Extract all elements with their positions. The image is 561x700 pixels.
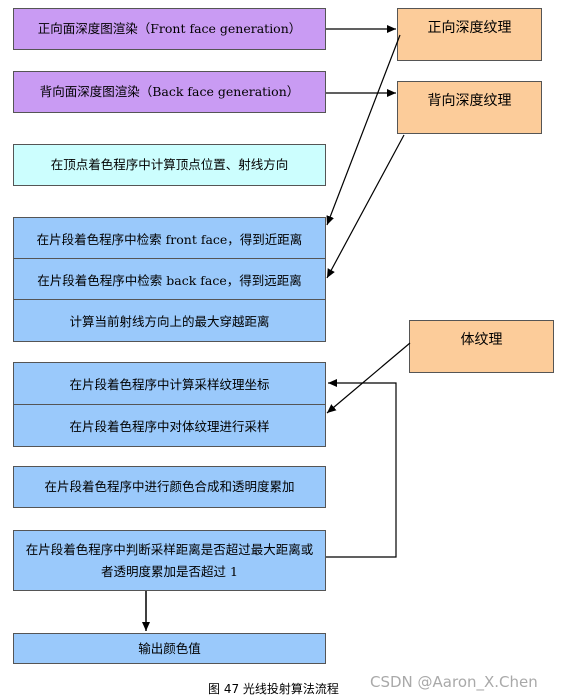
search-back-face-cell: 在片段着色程序中检索 back face，得到远距离 <box>14 259 325 300</box>
search-front-face-cell: 在片段着色程序中检索 front face，得到近距离 <box>14 218 325 259</box>
search-back-face-label: 在片段着色程序中检索 back face，得到远距离 <box>37 272 302 288</box>
distance-stack: 在片段着色程序中检索 front face，得到近距离 在片段着色程序中检索 b… <box>13 217 326 342</box>
watermark: CSDN @Aaron_X.Chen <box>370 673 538 691</box>
compose-box: 在片段着色程序中进行颜色合成和透明度累加 <box>13 466 326 508</box>
compose-label: 在片段着色程序中进行颜色合成和透明度累加 <box>44 479 295 494</box>
output-box: 输出颜色值 <box>13 633 326 664</box>
arrow-loop-back <box>326 379 397 558</box>
arrow-volume-texture-to-sample <box>326 342 411 414</box>
back-depth-texture-label: 背向深度纹理 <box>427 93 512 109</box>
output-label: 输出颜色值 <box>138 640 201 656</box>
tex-coords-label: 在片段着色程序中计算采样纹理坐标 <box>69 377 270 392</box>
front-face-render-box: 正向面深度图渲染（Front face generation） <box>13 8 326 50</box>
judge-box: 在片段着色程序中判断采样距离是否超过最大距离或者透明度累加是否超过 1 <box>13 530 326 591</box>
front-face-render-label: 正向面深度图渲染（Front face generation） <box>37 21 302 36</box>
volume-texture-box: 体纹理 <box>409 320 554 373</box>
back-depth-texture-box: 背向深度纹理 <box>397 81 542 134</box>
sampling-stack: 在片段着色程序中计算采样纹理坐标 在片段着色程序中对体纹理进行采样 <box>13 362 326 447</box>
volume-texture-label: 体纹理 <box>460 332 503 348</box>
back-face-render-box: 背向面深度图渲染（Back face generation） <box>13 71 326 113</box>
front-depth-texture-box: 正向深度纹理 <box>397 8 542 61</box>
vertex-shader-label: 在顶点着色程序中计算顶点位置、射线方向 <box>50 157 289 172</box>
judge-label: 在片段着色程序中判断采样距离是否超过最大距离或者透明度累加是否超过 1 <box>25 542 314 579</box>
arrow-front-texture-to-search <box>326 34 401 226</box>
max-distance-cell: 计算当前射线方向上的最大穿越距离 <box>14 300 325 341</box>
figure-caption: 图 47 光线投射算法流程 <box>208 682 339 696</box>
sample-volume-cell: 在片段着色程序中对体纹理进行采样 <box>14 405 325 446</box>
arrow-back-texture-to-search <box>326 134 405 279</box>
front-depth-texture-label: 正向深度纹理 <box>427 20 512 36</box>
sample-volume-label: 在片段着色程序中对体纹理进行采样 <box>69 419 270 434</box>
max-distance-label: 计算当前射线方向上的最大穿越距离 <box>69 314 270 329</box>
tex-coords-cell: 在片段着色程序中计算采样纹理坐标 <box>14 363 325 405</box>
vertex-shader-box: 在顶点着色程序中计算顶点位置、射线方向 <box>13 144 326 186</box>
search-front-face-label: 在片段着色程序中检索 front face，得到近距离 <box>36 231 303 247</box>
back-face-render-label: 背向面深度图渲染（Back face generation） <box>39 84 300 99</box>
